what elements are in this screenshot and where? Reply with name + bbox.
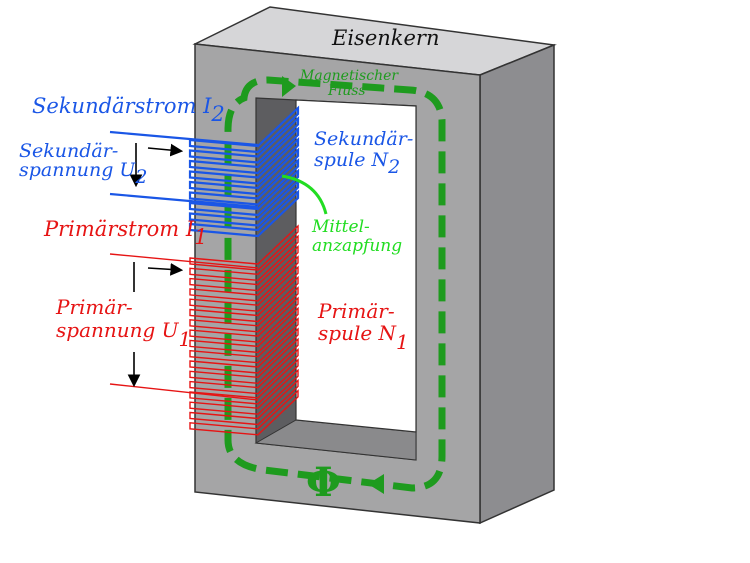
primary-coil-line2: spule N1: [318, 321, 409, 354]
secondary-voltage-line2: spannung U2: [19, 159, 148, 188]
secondary-winding: [188, 115, 300, 164]
core-side-face: [479, 43, 555, 525]
secondary-lead-bottom: [109, 192, 259, 209]
primary-winding: [189, 347, 299, 395]
primary-coil: [189, 224, 299, 436]
secondary-lead-top: [109, 130, 259, 147]
flux-arrow-bottom: [368, 474, 384, 494]
secondary-winding: [188, 147, 300, 196]
secondary-coil: [188, 105, 300, 238]
secondary-winding: [188, 126, 300, 175]
primary-winding: [189, 378, 299, 426]
center-tap-line2: anzapfung: [312, 236, 402, 256]
secondary-winding: [188, 105, 300, 154]
secondary-coil-line1: Sekundär-: [314, 128, 413, 150]
center-tap-line1: Mittel-: [311, 217, 370, 237]
primary-winding: [189, 265, 299, 312]
primary-winding: [189, 327, 299, 374]
primary-winding: [189, 255, 299, 302]
secondary-winding: [188, 189, 300, 238]
secondary-coil-line2: spule N2: [314, 149, 400, 178]
secondary-winding: [188, 136, 300, 185]
flux-symbol: Φ: [306, 459, 341, 506]
primary-lead-top: [109, 253, 259, 269]
flux-label-line2: Fluss: [327, 83, 366, 99]
primary-current-arrow: [147, 263, 184, 276]
primary-winding: [189, 224, 299, 271]
primary-coil-line1: Primär-: [317, 299, 395, 323]
core-label: Eisenkern: [331, 26, 440, 50]
flux-arrow-top: [282, 76, 296, 97]
secondary-winding: [188, 168, 300, 217]
flux-path: [224, 76, 446, 492]
primary-winding: [189, 389, 299, 436]
magnetic-flux-loop: Magnetischer Fluss Φ: [224, 68, 446, 506]
primary-winding: [189, 286, 299, 333]
flux-label-line1: Magnetischer: [299, 68, 399, 84]
primary-voltage-line1: Primär-: [55, 295, 133, 319]
secondary-winding: [188, 157, 300, 206]
primary-winding: [189, 306, 299, 354]
primary-winding: [189, 317, 299, 364]
secondary-current-label: Sekundärstrom I2: [32, 94, 225, 126]
secondary-voltage-line1: Sekundär-: [19, 140, 118, 162]
primary-winding: [189, 234, 299, 282]
secondary-current-arrow: [147, 143, 184, 157]
secondary-winding: [188, 178, 300, 227]
primary-winding: [189, 358, 299, 405]
center-tap-wire: [281, 174, 328, 215]
primary-winding: [189, 275, 299, 323]
primary-current-label: Primärstrom I1: [43, 217, 208, 249]
core-window: [295, 99, 417, 433]
primary-winding: [189, 296, 299, 343]
primary-voltage-line2: spannung U1: [56, 318, 191, 351]
primary-winding: [189, 368, 299, 415]
primary-winding: [189, 244, 299, 292]
primary-winding: [189, 337, 299, 385]
